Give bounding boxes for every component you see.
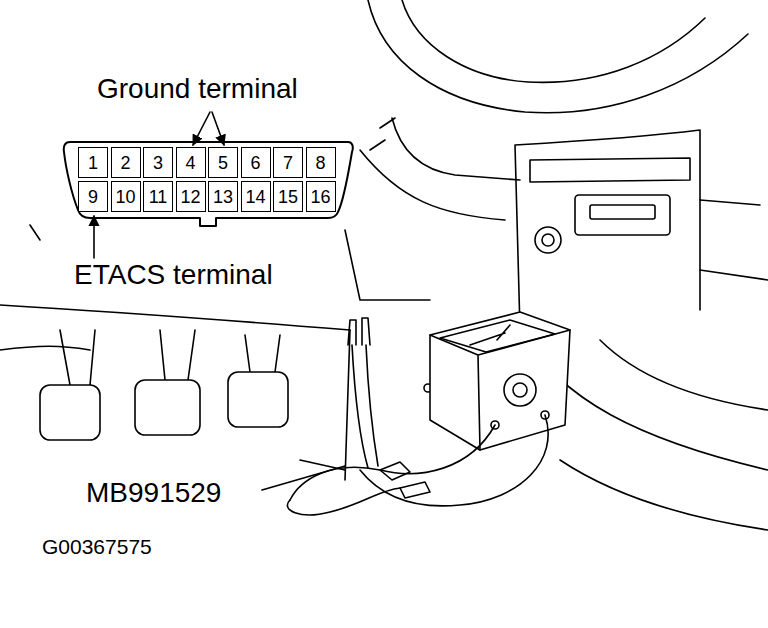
dashboard-edge	[370, 118, 395, 150]
meter-dial	[504, 374, 536, 406]
floor-line	[0, 346, 345, 470]
terminal-label: ETACS terminal	[72, 260, 275, 289]
console-panel	[530, 158, 690, 182]
terminal-cell: 2	[111, 147, 141, 178]
multimeter	[430, 312, 570, 450]
radio-slot	[575, 195, 670, 235]
terminal-cell: 13	[208, 181, 238, 212]
leader-line	[193, 112, 210, 145]
pin-number: 12	[180, 188, 200, 206]
pin-number: 10	[115, 188, 135, 206]
pin-number: 15	[278, 188, 298, 206]
probe-wire	[352, 345, 368, 468]
tool-number: MB991529	[84, 478, 223, 507]
probe-wire	[287, 488, 400, 515]
pin-number: 3	[153, 154, 163, 172]
terminal-cell: 3	[143, 147, 173, 178]
dashboard-edge	[0, 305, 350, 330]
terminal-cell: 6	[241, 147, 271, 178]
knob	[542, 234, 554, 246]
terminal-cell: 14	[241, 181, 271, 212]
connector-housing	[64, 142, 353, 226]
leader-line	[93, 216, 95, 258]
dashboard-edge	[30, 225, 430, 300]
terminal-cell: 16	[306, 181, 336, 212]
terminal-cell: 1	[78, 147, 108, 178]
leader-line	[212, 112, 224, 145]
knob	[535, 227, 561, 253]
terminal-cell: 5	[208, 147, 238, 178]
probe-wire	[366, 345, 378, 466]
terminal-cell: 12	[176, 181, 206, 212]
leader-line	[262, 466, 345, 490]
pin-number: 8	[315, 154, 325, 172]
figure-id: G00367575	[40, 536, 154, 558]
pin-number: 14	[245, 188, 265, 206]
pin-number: 9	[88, 188, 98, 206]
steering-column	[392, 118, 520, 180]
pin-number: 2	[120, 154, 130, 172]
pin-number: 13	[213, 188, 233, 206]
probe-clip	[380, 462, 430, 498]
pedal	[135, 380, 200, 435]
dashboard-edge	[360, 150, 505, 220]
radio-slot	[590, 205, 655, 219]
terminal-cell: 11	[143, 181, 173, 212]
pin-number: 7	[283, 154, 293, 172]
pin-number: 1	[88, 154, 98, 172]
pedal	[228, 372, 288, 427]
meter-window	[440, 320, 555, 352]
terminal-cell: 8	[306, 147, 336, 178]
center-console	[515, 130, 700, 330]
kick-panel	[345, 330, 350, 480]
pedal-arm	[245, 335, 280, 372]
pin-number: 11	[149, 188, 168, 206]
terminal-cell: 7	[273, 147, 303, 178]
pedal-arm	[60, 330, 95, 385]
meter-dial	[513, 383, 527, 397]
terminal-cell: 9	[78, 181, 108, 212]
pin-number: 5	[218, 154, 228, 172]
steering-wheel	[402, 0, 705, 82]
terminal-label: Ground terminal	[95, 74, 300, 103]
pedal-arm	[160, 330, 195, 380]
pin-number: 16	[310, 188, 330, 206]
meter-needle	[470, 325, 510, 345]
pin-number: 4	[185, 154, 195, 172]
probe-clip	[348, 318, 370, 345]
steering-wheel	[368, 0, 748, 113]
pedal	[40, 385, 100, 440]
pin-number: 6	[250, 154, 260, 172]
terminal-cell: 10	[111, 181, 141, 212]
probe-wire	[360, 415, 548, 506]
console-panel	[700, 200, 768, 280]
terminal-cell: 15	[273, 181, 303, 212]
terminal-cell: 4	[176, 147, 206, 178]
